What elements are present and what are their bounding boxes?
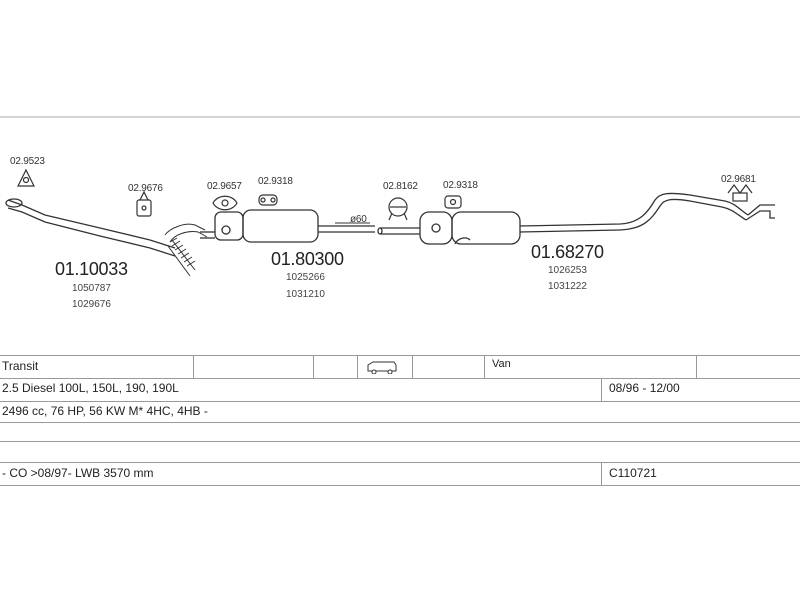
exhaust-drawing	[0, 116, 800, 277]
table-row: 2.5 Diesel 100L, 150L, 190, 190L 08/96 -…	[0, 378, 800, 402]
assembly-ref: 1025266	[286, 272, 325, 283]
assembly-code: 01.10033	[55, 259, 128, 279]
body-type-cell: Van	[492, 358, 511, 370]
clamp-icon	[136, 190, 152, 217]
part-label: 02.9318	[258, 176, 293, 187]
middle-silencer	[200, 209, 375, 243]
part-label: 02.9676	[128, 183, 163, 194]
part-label: 02.8162	[383, 181, 418, 192]
gasket-ring-icon	[212, 195, 238, 211]
table-row: - CO >08/97- LWB 3570 mm C110721	[0, 463, 800, 486]
notes-cell: - CO >08/97- LWB 3570 mm	[2, 466, 154, 480]
hanger-icon	[258, 194, 278, 206]
part-label: 02.9657	[207, 181, 242, 192]
code-cell: C110721	[609, 466, 657, 480]
flex-section	[164, 223, 208, 277]
model-cell: Transit	[2, 359, 39, 373]
pipe-diameter-label: ø60	[350, 214, 367, 225]
assembly-ref: 1031210	[286, 289, 325, 300]
assembly-code: 01.80300	[271, 249, 344, 269]
gasket-triangle-icon	[17, 168, 35, 187]
assembly-code: 01.68270	[531, 242, 604, 262]
table-row: 2496 cc, 76 HP, 56 KW M* 4HC, 4HB -	[0, 402, 800, 423]
rear-silencer	[377, 192, 775, 245]
table-row	[0, 423, 800, 442]
table-row: Transit Van	[0, 355, 800, 379]
assembly-ref: 1031222	[548, 281, 587, 292]
assembly-ref: 1050787	[72, 283, 111, 294]
assembly-ref: 1026253	[548, 265, 587, 276]
part-label: 02.9523	[10, 156, 45, 167]
assembly-ref: 1029676	[72, 299, 111, 310]
hanger-icon-2	[444, 195, 462, 209]
specs-cell: 2496 cc, 76 HP, 56 KW M* 4HC, 4HB -	[2, 404, 208, 418]
hanger-icon-3	[727, 184, 753, 202]
part-label: 02.9318	[443, 180, 478, 191]
van-icon	[366, 360, 398, 377]
clamp-ring-icon	[388, 197, 408, 221]
exhaust-system-diagram: 02.9523 02.9676 02.9657 02.9318 02.8162 …	[0, 116, 800, 310]
table-row	[0, 442, 800, 463]
years-cell: 08/96 - 12/00	[609, 381, 680, 395]
front-pipe	[5, 198, 176, 257]
part-label: 02.9681	[721, 174, 756, 185]
engine-cell: 2.5 Diesel 100L, 150L, 190, 190L	[2, 381, 179, 395]
